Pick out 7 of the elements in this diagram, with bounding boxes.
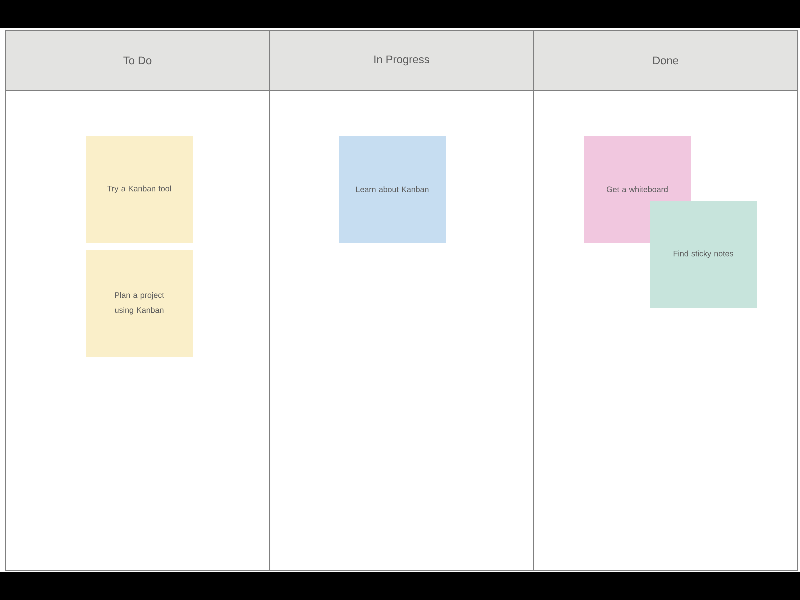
sticky-note: Try a Kanban tool	[86, 136, 193, 243]
column-header: Done	[533, 30, 798, 92]
sticky-note: Find sticky notes	[650, 201, 757, 308]
column-header: In Progress	[269, 30, 534, 92]
column-header: To Do	[5, 30, 270, 92]
sticky-note: Plan a project using Kanban	[86, 250, 193, 357]
sticky-note: Learn about Kanban	[339, 136, 446, 243]
